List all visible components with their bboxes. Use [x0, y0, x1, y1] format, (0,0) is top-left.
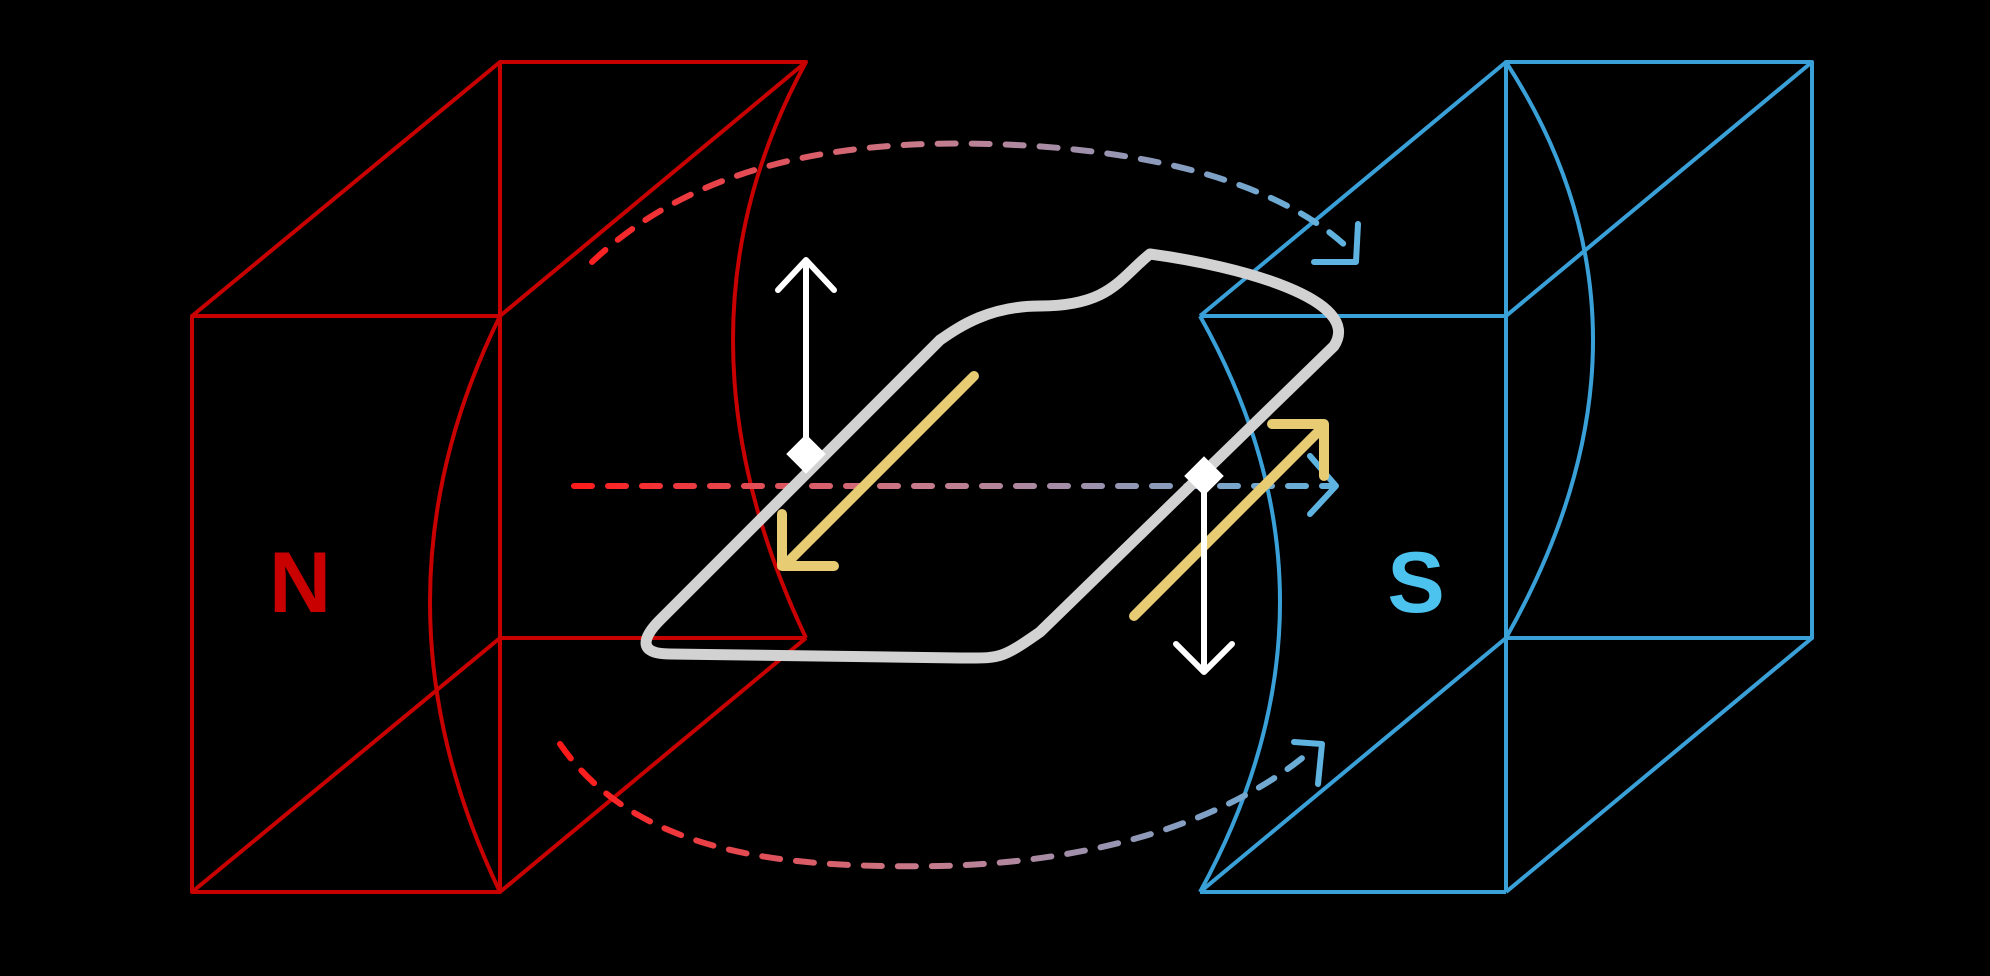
north-magnet-curved-face-back [731, 61, 808, 639]
force-arrow-down-head [1173, 641, 1235, 675]
field-arrowheads [1291, 221, 1361, 787]
magnetic-field-lines [557, 140, 1355, 870]
north-pole-label: N [269, 535, 331, 631]
north-magnet-bottom-diagonal [498, 636, 808, 894]
south-magnet-bottom-left-diagonal [1198, 636, 1508, 894]
field-arrowhead-top [1311, 221, 1361, 265]
current-arrow-left [781, 371, 979, 569]
force-arrows [775, 257, 1235, 675]
north-magnet-curved-face-front [428, 315, 502, 893]
wire-loop-icon [640, 248, 1344, 664]
force-arrow-up-head [775, 257, 837, 293]
current-arrow-right-head [1267, 419, 1329, 481]
south-pole-label: S [1387, 535, 1444, 631]
field-line-top [589, 140, 1355, 265]
north-magnet-top-edge [190, 60, 808, 318]
north-magnet [190, 60, 808, 894]
south-magnet [1198, 60, 1814, 894]
north-magnet-bottom-edge [190, 636, 806, 894]
field-arrowhead-middle [1307, 453, 1339, 517]
field-arrowhead-bottom [1291, 739, 1325, 787]
force-point-left [786, 434, 826, 474]
current-arrow-right [1129, 423, 1327, 621]
south-magnet-top-diagonal [1504, 60, 1814, 318]
south-magnet-curved-face-front [1198, 315, 1282, 893]
south-magnet-bottom-diagonal [1504, 636, 1814, 894]
current-arrows [777, 371, 1329, 621]
south-magnet-curved-face-back [1504, 60, 1595, 639]
current-arrow-left-head [777, 509, 839, 571]
field-line-bottom [557, 741, 1315, 870]
north-magnet-front-face [190, 314, 502, 894]
